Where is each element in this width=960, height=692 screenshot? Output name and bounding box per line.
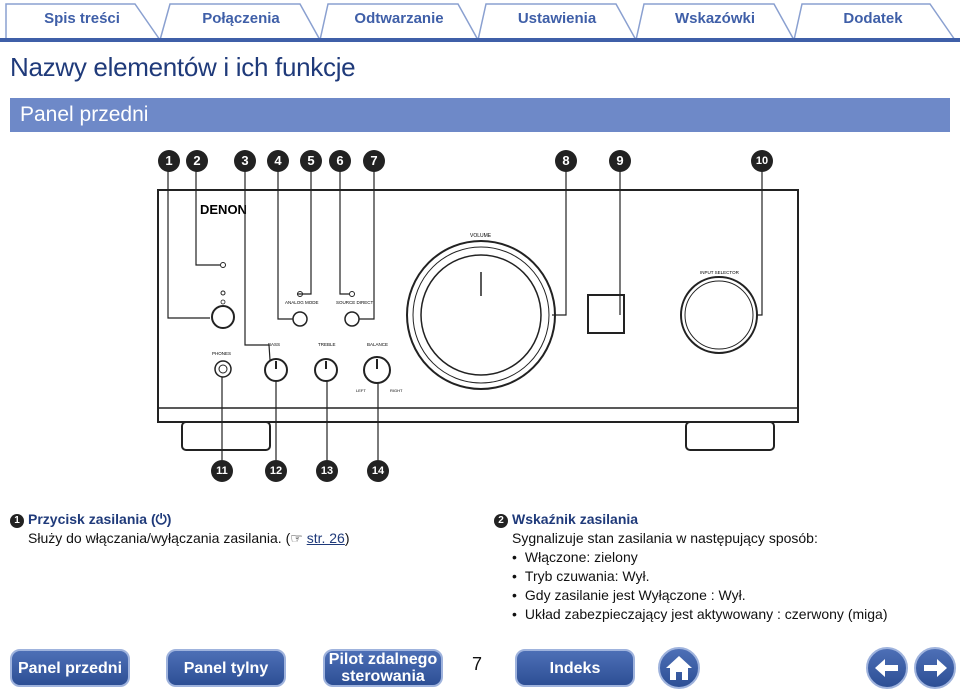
home-icon xyxy=(666,656,692,680)
callout-4: 4 xyxy=(267,150,289,172)
phones-label: PHONES xyxy=(212,351,231,356)
list-item: Tryb czuwania: Wył. xyxy=(512,567,954,586)
tab-odtwarzanie[interactable]: Odtwarzanie xyxy=(354,10,444,27)
ref-open: ( xyxy=(285,530,291,546)
source-direct-label: SOURCE DIRECT xyxy=(336,300,374,305)
home-button[interactable] xyxy=(658,647,700,689)
analog-mode-button xyxy=(292,311,308,327)
hand-pointer-icon: ☞ xyxy=(290,530,303,546)
input-selector-label: INPUT SELECTOR xyxy=(700,270,740,275)
front-panel-diagram: DENON ANALOG MODE SOURCE DIRECT PHONES B… xyxy=(0,140,960,490)
power-indicator xyxy=(220,262,226,268)
item-2-description: 2 Wskaźnik zasilania Sygnalizuje stan zas… xyxy=(494,510,954,624)
callout-2: 2 xyxy=(186,150,208,172)
item-1-text: Służy do włączania/wyłączania zasilania. xyxy=(28,530,282,546)
callout-11: 11 xyxy=(211,460,233,482)
analog-mode-label: ANALOG MODE xyxy=(285,300,319,305)
source-direct-indicator xyxy=(349,291,355,297)
callout-3: 3 xyxy=(234,150,256,172)
treble-label: TREBLE xyxy=(318,342,336,347)
volume-knob xyxy=(420,254,542,376)
callout-13: 13 xyxy=(316,460,338,482)
panel-tylny-label: Panel tylny xyxy=(183,659,269,677)
balance-label: BALANCE xyxy=(367,342,388,347)
next-page-button[interactable] xyxy=(914,647,956,689)
callout-10: 10 xyxy=(751,150,773,172)
callout-12: 12 xyxy=(265,460,287,482)
section-header: Panel przedni xyxy=(10,98,950,132)
item-1-number: 1 xyxy=(10,514,24,528)
input-selector-knob xyxy=(680,276,758,354)
prev-page-button[interactable] xyxy=(866,647,908,689)
tab-outlines xyxy=(0,3,960,42)
callout-14: 14 xyxy=(367,460,389,482)
page-ref-link[interactable]: str. 26 xyxy=(306,530,345,546)
right-foot xyxy=(685,421,775,451)
tab-polaczenia[interactable]: Połączenia xyxy=(202,10,280,27)
indeks-label: Indeks xyxy=(549,659,601,677)
tab-ustawienia[interactable]: Ustawienia xyxy=(517,10,597,27)
tab-wskazowki[interactable]: Wskazówki xyxy=(674,10,756,27)
brand-logo: DENON xyxy=(200,202,247,217)
item-2-title: Wskaźnik zasilania xyxy=(512,511,639,527)
panel-przedni-button[interactable]: Panel przedni xyxy=(10,649,130,687)
callout-1: 1 xyxy=(158,150,180,172)
arrow-left-icon xyxy=(875,659,898,677)
indeks-button[interactable]: Indeks xyxy=(515,649,635,687)
volume-label: VOLUME xyxy=(470,233,492,239)
balance-right-label: RIGHT xyxy=(390,388,403,393)
list-item: Układ zabezpieczający jest aktywowany : … xyxy=(512,605,954,624)
item-2-list: Włączone: zielony Tryb czuwania: Wył. Gd… xyxy=(512,548,954,624)
callout-8: 8 xyxy=(555,150,577,172)
list-item: Włączone: zielony xyxy=(512,548,954,567)
display-window xyxy=(587,294,625,334)
front-panel-drawing: DENON ANALOG MODE SOURCE DIRECT PHONES B… xyxy=(157,170,799,460)
tab-spis-tresci[interactable]: Spis treści xyxy=(44,10,120,27)
callout-6: 6 xyxy=(329,150,351,172)
power-button xyxy=(211,305,235,329)
item-1-description: 1 Przycisk zasilania (⏻) Służy do włączan… xyxy=(10,510,460,548)
panel-tylny-button[interactable]: Panel tylny xyxy=(166,649,286,687)
arrow-right-icon xyxy=(924,659,947,677)
source-direct-button xyxy=(344,311,360,327)
item-2-text: Sygnalizuje stan zasilania w następujący… xyxy=(512,530,818,546)
page-number: 7 xyxy=(472,654,483,674)
callout-9: 9 xyxy=(609,150,631,172)
balance-knob xyxy=(363,356,391,384)
callout-7: 7 xyxy=(363,150,385,172)
pilot-label-line1: Pilot zdalnego xyxy=(328,651,438,668)
list-item: Gdy zasilanie jest Wyłączone : Wył. xyxy=(512,586,954,605)
pilot-label-line2: sterowania xyxy=(341,668,425,685)
section-title: Panel przedni xyxy=(20,103,149,126)
top-tab-bar: Spis treści Połączenia Odtwarzanie Ustaw… xyxy=(0,0,960,42)
callout-5: 5 xyxy=(300,150,322,172)
page-title: Nazwy elementów i ich funkcje xyxy=(10,52,356,82)
item-2-number: 2 xyxy=(494,514,508,528)
ref-close: ) xyxy=(344,530,350,546)
treble-knob xyxy=(314,358,338,382)
balance-left-label: LEFT xyxy=(356,388,366,393)
item-1-title: Przycisk zasilania (⏻) xyxy=(28,511,172,527)
left-foot xyxy=(181,421,271,451)
panel-przedni-label: Panel przedni xyxy=(17,659,123,677)
pilot-button[interactable]: Pilot zdalnego sterowania xyxy=(323,649,443,687)
bass-label: BASS xyxy=(268,342,280,347)
tab-dodatek[interactable]: Dodatek xyxy=(843,10,903,27)
